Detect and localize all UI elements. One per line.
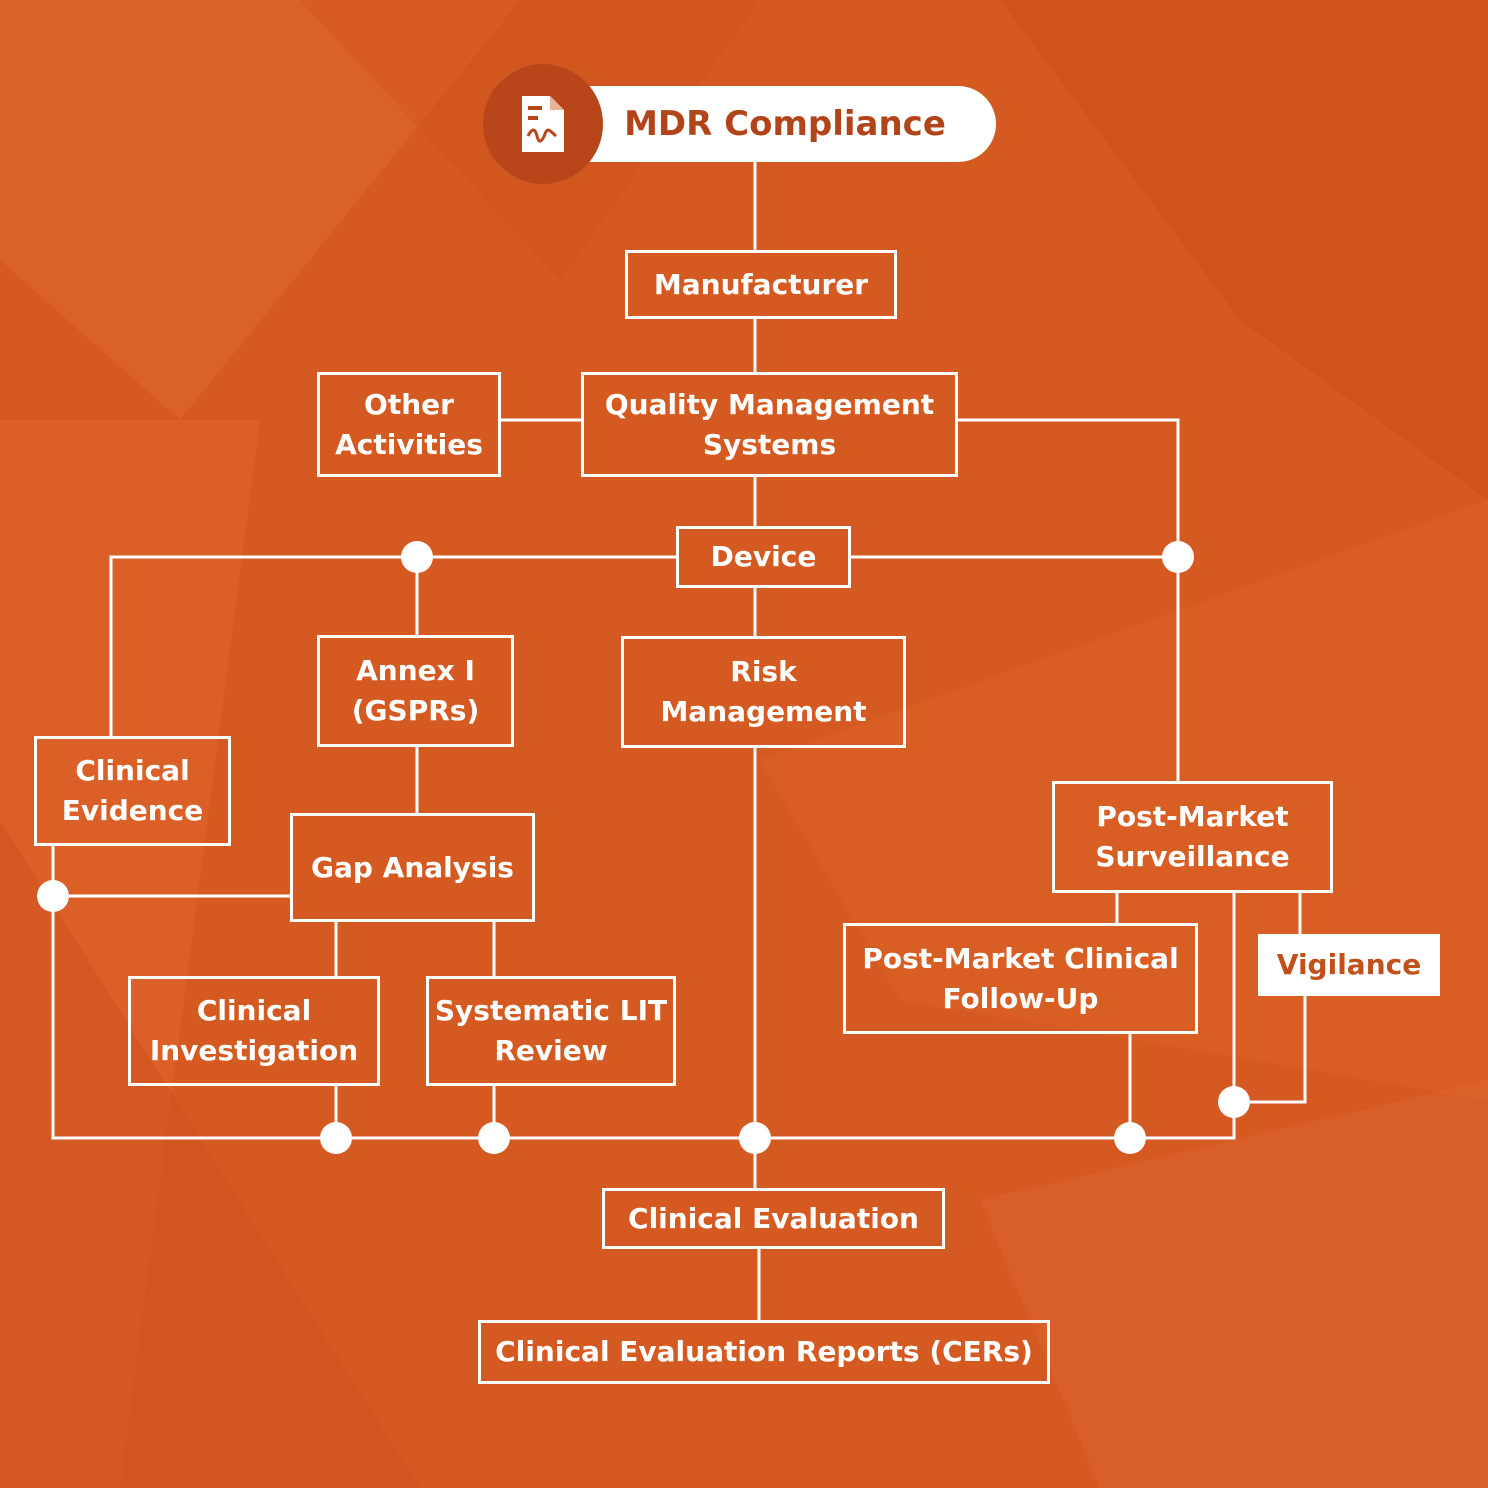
quality-management-systems-node: Quality Management Systems [581, 372, 958, 477]
vigilance-node: Vigilance [1258, 934, 1440, 996]
device-node: Device [676, 526, 851, 588]
manufacturer-node: Manufacturer [625, 250, 897, 319]
header-icon-circle [483, 64, 603, 184]
post-market-surveillance-node: Post-Market Surveillance [1052, 781, 1333, 893]
clinical-investigation-node: Clinical Investigation [128, 976, 380, 1086]
annex-i-gsprs-node: Annex I (GSPRs) [317, 635, 514, 747]
clinical-evaluation-node: Clinical Evaluation [602, 1188, 945, 1249]
systematic-lit-review-node: Systematic LIT Review [426, 976, 676, 1086]
risk-management-node: Risk Management [621, 636, 906, 748]
post-market-clinical-follow-up-node: Post-Market Clinical Follow-Up [843, 923, 1198, 1034]
page-title: MDR Compliance [624, 104, 946, 144]
clinical-evidence-node: Clinical Evidence [34, 736, 231, 846]
document-signature-icon [522, 96, 564, 152]
other-activities-node: Other Activities [317, 372, 501, 477]
clinical-evaluation-reports-node: Clinical Evaluation Reports (CERs) [478, 1320, 1050, 1384]
gap-analysis-node: Gap Analysis [290, 813, 535, 922]
